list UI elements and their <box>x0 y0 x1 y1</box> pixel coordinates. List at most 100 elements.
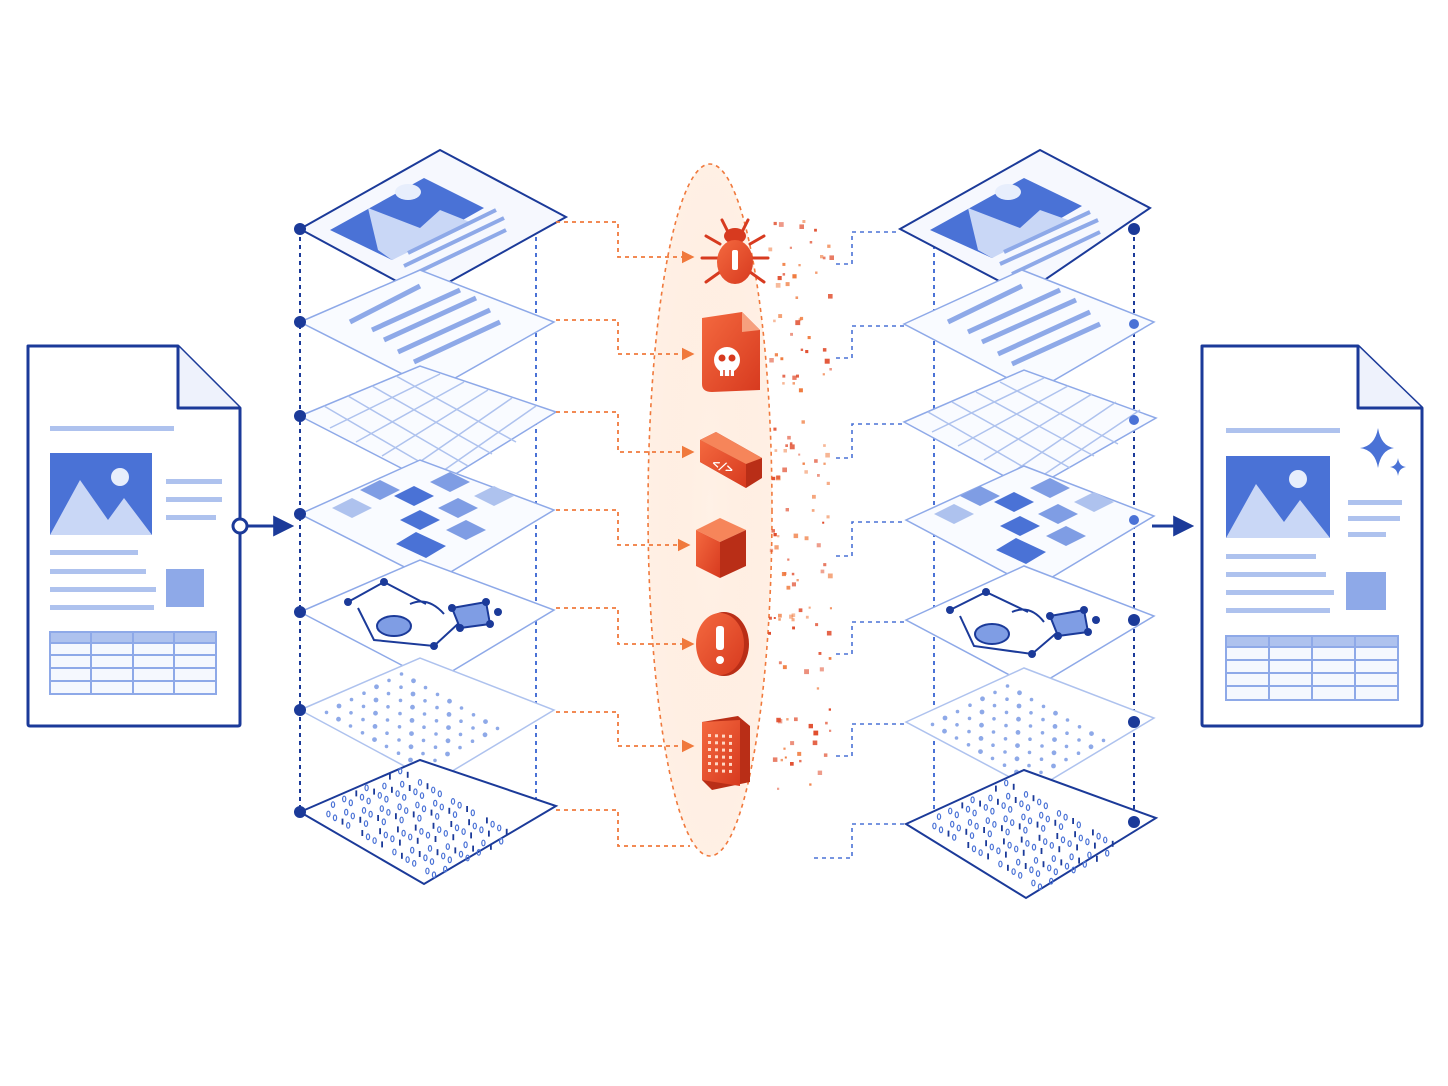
bit-one <box>377 815 379 821</box>
dot <box>446 712 452 717</box>
right-layer-grid <box>902 369 1158 491</box>
bit-zero <box>384 795 389 803</box>
particle <box>820 255 824 259</box>
bit-one <box>1072 818 1074 824</box>
bit-zero <box>413 788 418 796</box>
bit-one <box>401 852 403 859</box>
particle <box>826 481 830 485</box>
particle <box>787 435 791 440</box>
dot <box>446 725 451 730</box>
matrix-dot <box>722 741 725 745</box>
dot <box>447 698 452 704</box>
bit-one <box>448 807 451 814</box>
dot <box>991 730 996 734</box>
particle <box>809 783 812 786</box>
particle <box>789 442 793 445</box>
dot <box>1003 737 1008 741</box>
particle <box>816 687 820 690</box>
bit-zero <box>346 822 351 829</box>
dot <box>397 725 402 729</box>
particle <box>815 623 819 627</box>
particle <box>777 719 783 724</box>
particle <box>822 256 826 260</box>
dot <box>968 703 972 707</box>
dot <box>1040 731 1045 735</box>
bit-one <box>1042 861 1045 868</box>
bit-one <box>1074 831 1076 838</box>
bit-zero <box>479 826 484 834</box>
particle <box>792 382 795 385</box>
bit-zero <box>1001 802 1006 809</box>
bit-zero <box>1060 836 1066 844</box>
bit-zero <box>1038 811 1044 819</box>
bit-zero <box>1096 832 1101 840</box>
bit-zero <box>948 807 953 815</box>
bit-zero <box>1046 864 1052 872</box>
bit-zero <box>445 843 450 850</box>
bit-one <box>1032 795 1035 802</box>
particle <box>778 222 784 227</box>
bit-one <box>468 819 470 826</box>
particle <box>795 320 801 326</box>
particle <box>783 747 786 750</box>
bit-zero <box>1078 834 1084 842</box>
dot <box>349 697 354 702</box>
dot <box>1077 738 1081 742</box>
particle <box>781 572 786 577</box>
dot <box>398 698 403 703</box>
particle <box>827 244 831 248</box>
particle <box>769 548 774 553</box>
dot <box>399 685 403 689</box>
bit-zero <box>1025 804 1031 811</box>
bit-one <box>430 809 433 816</box>
dot <box>399 672 404 676</box>
bit-zero <box>476 849 481 856</box>
particle <box>773 617 776 619</box>
bit-zero <box>1019 800 1024 808</box>
bit-one <box>355 790 358 797</box>
dot <box>408 757 413 763</box>
dot <box>1016 703 1022 709</box>
dot <box>1027 750 1032 755</box>
dot <box>1052 724 1058 729</box>
bit-zero <box>1043 802 1049 810</box>
bit-zero <box>952 834 957 841</box>
dot <box>1027 763 1031 768</box>
dot <box>459 706 464 710</box>
cube-icon <box>696 518 746 578</box>
bit-one <box>947 830 950 837</box>
bit-one <box>995 785 997 792</box>
particle <box>782 467 787 473</box>
dot <box>967 716 972 721</box>
bit-zero <box>326 810 331 818</box>
particle <box>820 569 825 574</box>
dot <box>1005 684 1010 688</box>
particle <box>823 462 826 465</box>
particle <box>782 374 786 378</box>
particle <box>825 452 830 458</box>
bit-zero <box>1031 879 1036 887</box>
bit-zero <box>1051 855 1057 862</box>
dot <box>360 731 365 735</box>
bit-zero <box>1064 862 1070 870</box>
bit-zero <box>1071 866 1076 874</box>
bit-zero <box>399 816 404 824</box>
dot <box>1004 710 1009 715</box>
dot <box>348 724 353 728</box>
bit-zero <box>1104 849 1110 857</box>
bit-zero <box>330 801 336 808</box>
particle <box>823 753 828 757</box>
bit-zero <box>1010 819 1015 826</box>
bit-zero <box>1085 838 1090 846</box>
bit-zero <box>1011 868 1016 875</box>
bit-zero <box>1027 817 1033 825</box>
particle <box>780 357 784 361</box>
matrix-dot <box>729 769 732 773</box>
input-doc-image <box>50 453 152 535</box>
particle <box>811 509 815 512</box>
particle <box>777 787 780 790</box>
bit-one <box>432 822 435 829</box>
particle <box>773 533 777 537</box>
bit-zero <box>421 805 427 813</box>
dot <box>445 738 451 744</box>
